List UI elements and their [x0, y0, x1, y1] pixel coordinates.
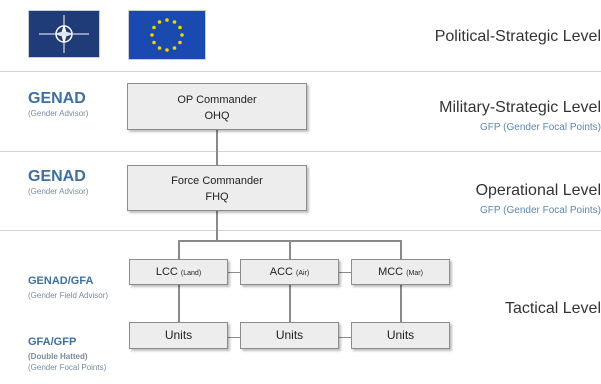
level-military-sub: GFP (Gender Focal Points): [480, 122, 601, 133]
mcc-box: MCC (Mar): [351, 259, 450, 285]
level-operational: Operational Level: [475, 182, 601, 199]
connector-units-2-3: [339, 337, 351, 338]
eu-star-icon: [178, 40, 182, 45]
units-box-air: Units: [240, 322, 339, 349]
units-label: Units: [386, 328, 415, 342]
connector-ohq-fhq: [216, 130, 218, 166]
level-operational-sub: GFP (Gender Focal Points): [480, 205, 601, 216]
connector-units-1-2: [228, 337, 240, 338]
eu-star-icon: [178, 25, 182, 30]
role-gfa-gfp: GFA/GFP: [28, 336, 77, 348]
eu-star-icon: [165, 18, 169, 22]
force-commander-box: Force Commander FHQ: [127, 165, 307, 211]
units-label: Units: [275, 328, 304, 342]
op-commander-label: OP Commander: [177, 94, 257, 106]
divider-military: [0, 151, 601, 152]
units-label: Units: [164, 328, 193, 342]
connector-fhq-bus: [216, 211, 218, 241]
role-genad-military-sub: (Gender Advisor): [28, 109, 89, 118]
eu-star-icon: [152, 40, 156, 45]
level-tactical: Tactical Level: [504, 300, 601, 317]
lcc-sub: (Land): [180, 270, 202, 277]
eu-star-icon: [165, 48, 169, 52]
eu-star-icon: [172, 20, 177, 24]
eu-star-icon: [172, 46, 177, 50]
role-genad-gfa-sub: (Gender Field Advisor): [28, 291, 109, 300]
eu-star-icon: [157, 46, 162, 50]
divider-political: [0, 71, 601, 72]
mcc-sub: (Mar): [406, 270, 423, 277]
mcc-label: MCC: [378, 266, 404, 278]
connector-bus-acc: [289, 240, 291, 260]
connector-bus-lcc: [178, 240, 180, 260]
force-commander-label: Force Commander: [171, 175, 263, 187]
lcc-box: LCC (Land): [129, 259, 228, 285]
eu-star-icon: [180, 33, 184, 37]
connector-lcc-acc: [228, 272, 240, 273]
level-military: Military-Strategic Level: [439, 99, 601, 116]
role-genad-operational-sub: (Gender Advisor): [28, 187, 89, 196]
role-genad-military: GENAD: [28, 90, 86, 107]
eu-flag-icon: [128, 10, 206, 60]
acc-sub: (Air): [296, 270, 310, 277]
eu-star-icon: [157, 20, 162, 24]
ohq-label: OHQ: [204, 110, 230, 122]
connector-acc-mcc: [339, 272, 351, 273]
role-gfa-gfp-sub1: (Double Hatted): [28, 352, 88, 361]
eu-star-icon: [150, 33, 154, 37]
connector-mcc-units: [400, 284, 402, 322]
connector-lcc-units: [178, 284, 180, 322]
divider-operational: [0, 230, 601, 231]
units-box-land: Units: [129, 322, 228, 349]
eu-star-icon: [152, 25, 156, 30]
acc-label: ACC: [269, 266, 293, 278]
role-gfa-gfp-sub2: (Gender Focal Points): [28, 363, 107, 372]
nato-flag-icon: [28, 10, 100, 58]
level-political: Political-Strategic Level: [434, 28, 601, 45]
op-commander-box: OP Commander OHQ: [127, 83, 307, 130]
fhq-label: FHQ: [205, 191, 229, 203]
units-box-maritime: Units: [351, 322, 450, 349]
lcc-label: LCC: [155, 266, 178, 278]
role-genad-gfa: GENAD/GFA: [28, 275, 94, 287]
acc-box: ACC (Air): [240, 259, 339, 285]
role-genad-operational: GENAD: [28, 168, 86, 185]
connector-bus-mcc: [400, 240, 402, 260]
connector-acc-units: [289, 284, 291, 322]
